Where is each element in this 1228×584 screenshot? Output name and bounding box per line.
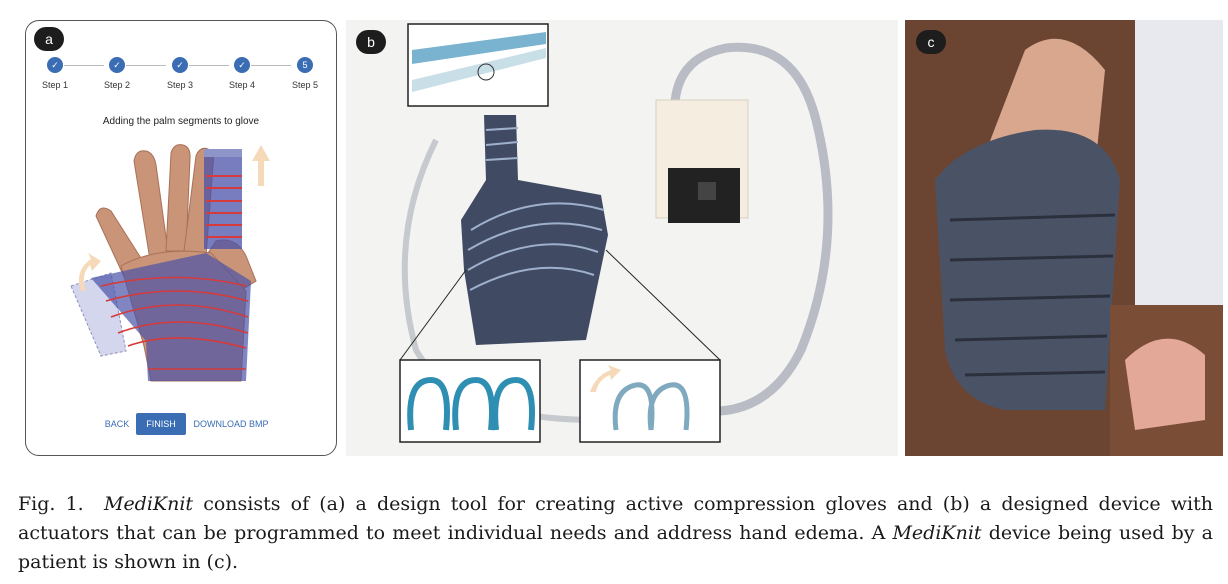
rotate-icon[interactable] — [78, 253, 101, 291]
step-number: 5 — [297, 57, 313, 73]
knit-loops — [407, 376, 535, 431]
panel-label-c: c — [916, 30, 946, 54]
caption-text: device being used by a patient is shown … — [18, 522, 1213, 573]
device-photo-panel: b — [346, 20, 898, 456]
actuator-threads — [467, 127, 605, 291]
step-3[interactable]: ✓ Step 3 — [150, 57, 210, 90]
product-name: MediKnit — [103, 493, 194, 515]
patient-photo — [935, 20, 1223, 456]
panel-label-a: a — [34, 27, 64, 51]
knit-loops — [612, 382, 690, 431]
patient-photo-panel: c — [905, 20, 1223, 456]
check-icon: ✓ — [47, 57, 63, 73]
panel-label-b: b — [356, 30, 386, 54]
callout-line — [399, 269, 467, 361]
figure-number: Fig. 1. — [18, 493, 84, 515]
step-label: Step 3 — [166, 80, 194, 90]
check-icon: ✓ — [172, 57, 188, 73]
knit-glove — [461, 115, 608, 345]
glove-ribs — [949, 213, 1116, 377]
step-label: Step 2 — [103, 80, 131, 90]
step-5[interactable]: 5 Step 5 — [275, 57, 335, 90]
download-bmp-button[interactable]: DOWNLOAD BMP — [192, 413, 270, 435]
back-button[interactable]: BACK — [104, 413, 130, 435]
step-connector — [189, 65, 229, 66]
ribbon-cable — [670, 42, 833, 416]
tool-heading: Adding the palm segments to glove — [102, 116, 260, 127]
thread-detail — [412, 48, 546, 92]
inset-knit-structure — [399, 359, 541, 443]
knit-glove — [935, 129, 1120, 410]
device-illustration — [399, 23, 833, 443]
step-4[interactable]: ✓ Step 4 — [212, 57, 272, 90]
tool-button-bar: BACK FINISH DOWNLOAD BMP — [26, 413, 336, 435]
arrow-icon — [590, 365, 621, 392]
caption-text: consists of (a) a design tool for creati… — [18, 493, 1213, 544]
step-label: Step 4 — [228, 80, 256, 90]
chip-icon — [698, 182, 716, 200]
step-connector — [251, 65, 291, 66]
spring-icon — [477, 63, 495, 81]
finger-segment[interactable] — [204, 149, 242, 249]
swollen-hand — [1125, 338, 1205, 430]
step-connector — [126, 65, 166, 66]
step-2[interactable]: ✓ Step 2 — [87, 57, 147, 90]
product-name: MediKnit — [892, 522, 982, 544]
design-tool-panel: a ✓ Step 1 ✓ Step 2 ✓ Step 3 ✓ Step 4 5 … — [25, 20, 337, 456]
step-connector — [64, 65, 104, 66]
palm-stripes — [100, 276, 249, 370]
step-1[interactable]: ✓ Step 1 — [25, 57, 85, 90]
finger-stripes — [206, 175, 242, 238]
figure-caption: Fig. 1. MediKnit consists of (a) a desig… — [18, 490, 1213, 577]
palm-segment[interactable] — [91, 253, 251, 381]
callout-line — [605, 249, 721, 361]
step-label: Step 5 — [291, 80, 319, 90]
step-label: Step 1 — [41, 80, 69, 90]
glove-design-canvas[interactable] — [56, 141, 306, 391]
check-icon: ✓ — [109, 57, 125, 73]
arrow-up-icon[interactable] — [252, 145, 270, 186]
segment-handle[interactable] — [204, 149, 242, 157]
thread-detail — [412, 32, 546, 64]
check-icon: ✓ — [234, 57, 250, 73]
finish-button[interactable]: FINISH — [136, 413, 186, 435]
